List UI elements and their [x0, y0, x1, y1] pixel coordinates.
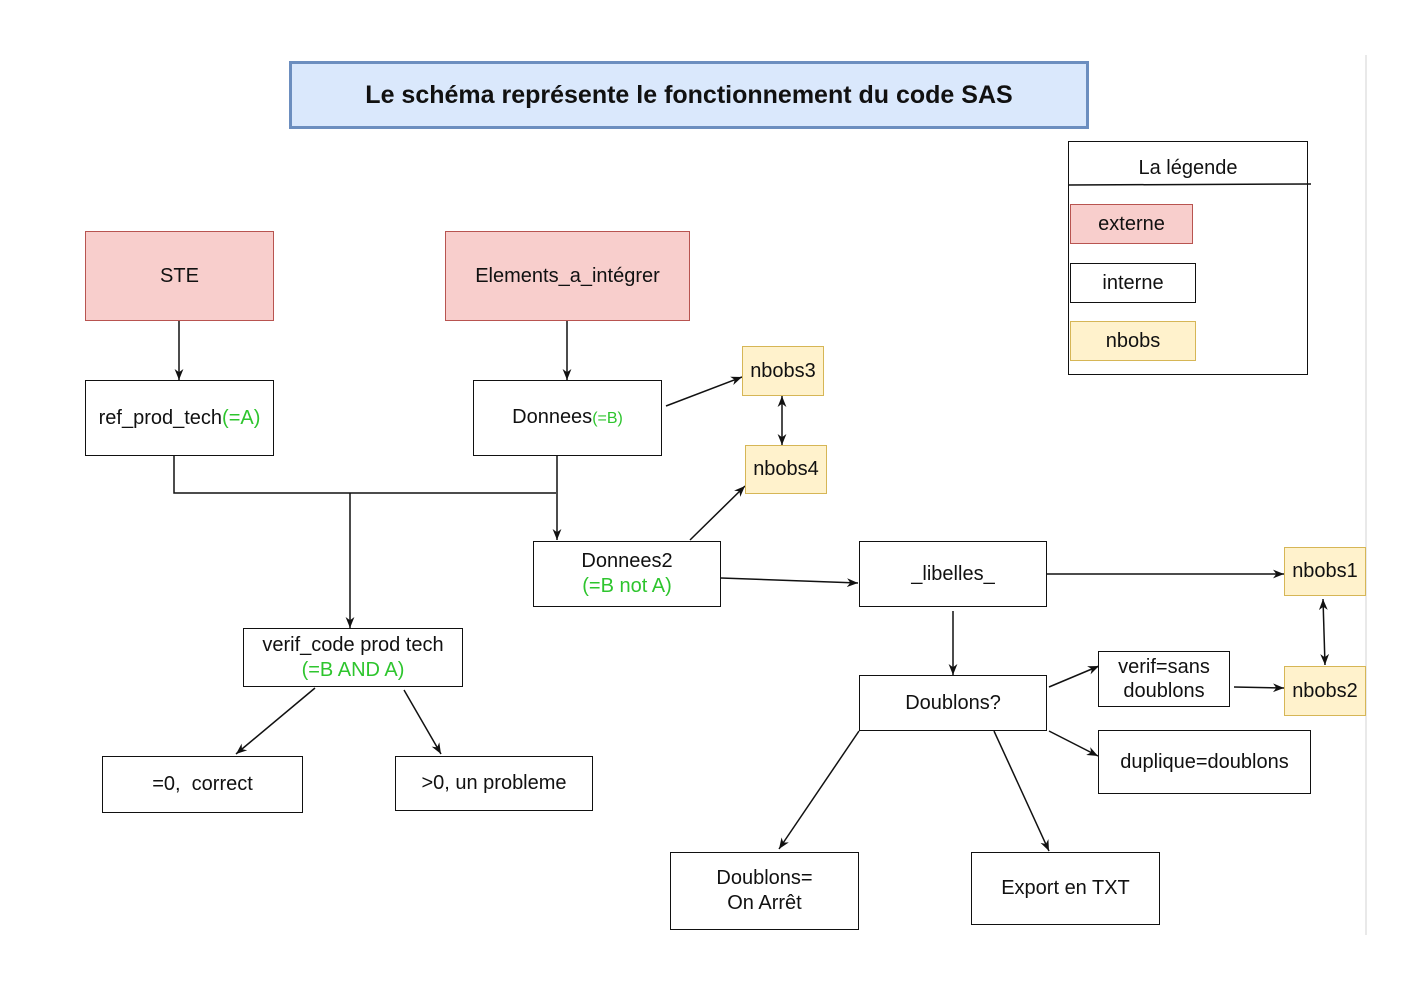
node-donnees-text: Donnees(=B) — [512, 405, 623, 431]
diagram-title: Le schéma représente le fonctionnement d… — [289, 61, 1089, 129]
node-verif-code-prod-tech: verif_code prod tech (=B AND A) — [243, 628, 463, 687]
node-export-txt: Export en TXT — [971, 852, 1160, 925]
node-donnees-label: Donnees — [512, 406, 593, 428]
arrow-nbobs1-nbobs2 — [1318, 598, 1330, 666]
node-verif-code-note: (=B AND A) — [301, 658, 405, 681]
arrow-donnees2-to-libelles — [720, 577, 859, 587]
node-duplique-doublons: duplique=doublons — [1098, 730, 1311, 794]
node-ref-prod-tech: ref_prod_tech(=A) — [85, 380, 274, 456]
node-verif-sans-line2: doublons — [1123, 680, 1205, 702]
node-ref-prod-tech-note: (=A) — [222, 406, 261, 429]
legend-divider — [1067, 183, 1312, 186]
connector-ref-to-merge — [173, 456, 556, 494]
arrow-verif-to-correct — [235, 687, 316, 755]
legend-externe: externe — [1070, 204, 1193, 244]
node-ref-prod-tech-text: ref_prod_tech(=A) — [99, 406, 261, 431]
node-doublons-arret-line2: On Arrêt — [727, 892, 802, 914]
node-ref-prod-tech-label: ref_prod_tech — [98, 406, 223, 429]
node-donnees2: Donnees2 (=B not A) — [533, 541, 721, 607]
legend-interne: interne — [1070, 263, 1196, 303]
node-doublons: Doublons? — [859, 675, 1047, 731]
arrow-doublons-to-duplique — [1048, 730, 1099, 757]
node-elements-a-integrer: Elements_a_intégrer — [445, 231, 690, 321]
node-donnees2-note: (=B not A) — [582, 575, 672, 597]
node-donnees-note: (=B) — [592, 410, 623, 427]
node-verif-sans-doublons: verif=sans doublons — [1098, 651, 1230, 707]
node-nbobs1: nbobs1 — [1284, 547, 1366, 596]
arrow-doublons-to-export — [993, 730, 1050, 852]
node-nbobs2: nbobs2 — [1284, 666, 1366, 716]
node-doublons-arret: Doublons= On Arrêt — [670, 852, 859, 930]
node-nbobs3: nbobs3 — [742, 346, 824, 396]
node-donnees2-label: Donnees2 — [581, 550, 673, 572]
arrow-verif-sans-to-nbobs2 — [1233, 683, 1285, 693]
node-ste: STE — [85, 231, 274, 321]
node-donnees: Donnees(=B) — [473, 380, 662, 456]
arrow-verif-to-probleme — [403, 689, 442, 755]
node-nbobs4: nbobs4 — [745, 445, 827, 494]
legend — [1068, 141, 1308, 375]
node-doublons-arret-line1: Doublons= — [716, 867, 813, 889]
legend-title: La légende — [1138, 157, 1238, 179]
legend-nbobs: nbobs — [1070, 321, 1196, 361]
arrow-donnees-to-nbobs3 — [665, 376, 743, 407]
node-probleme: >0, un probleme — [395, 756, 593, 811]
node-libelles: _libelles_ — [859, 541, 1047, 607]
arrow-donnees2-to-nbobs4 — [689, 485, 746, 541]
node-verif-code-label: verif_code prod tech — [262, 633, 444, 656]
node-verif-sans-line1: verif=sans — [1118, 656, 1210, 678]
node-correct: =0, correct — [102, 756, 303, 813]
arrow-doublons-to-verif-sans — [1048, 665, 1100, 688]
arrow-doublons-to-arret — [778, 730, 860, 850]
